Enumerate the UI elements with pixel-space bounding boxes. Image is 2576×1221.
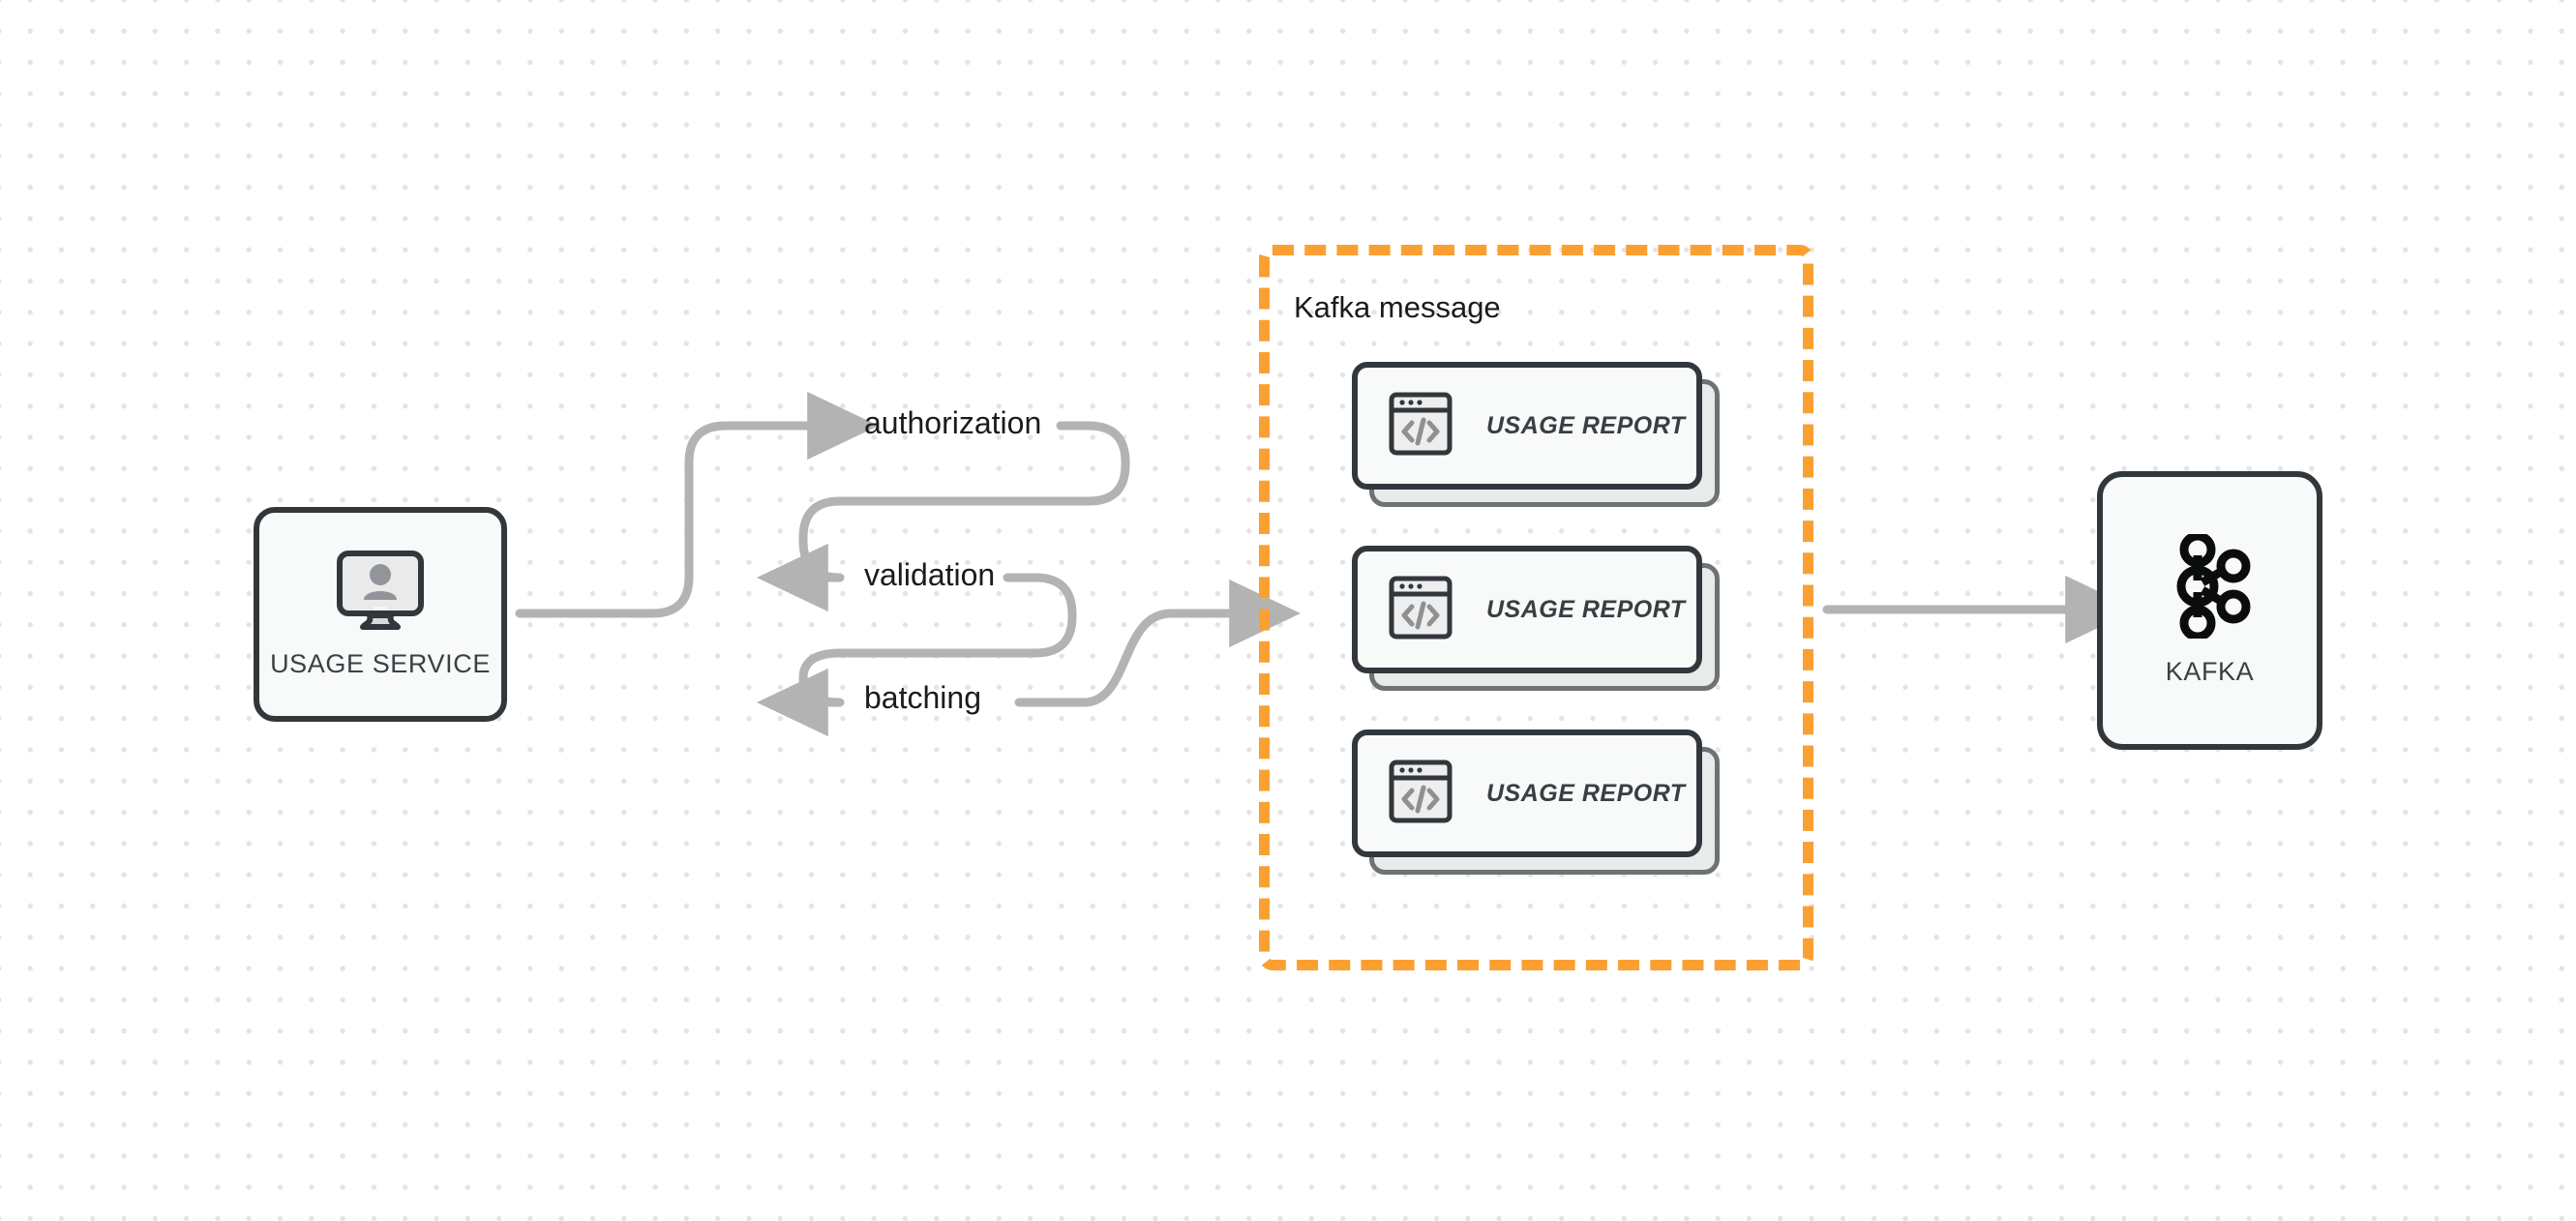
usage-report-card[interactable]: USAGE REPORT (1352, 362, 1720, 507)
step-label-batching: batching (864, 680, 981, 715)
kafka-logo-icon (2166, 531, 2255, 643)
usage-report-card-label: USAGE REPORT (1486, 595, 1686, 623)
step-label-validation: validation (864, 557, 996, 592)
kafka-message-group-title: Kafka message (1294, 290, 1501, 324)
kafka-message-group (1259, 245, 1813, 970)
usage-report-card-label: USAGE REPORT (1486, 779, 1686, 807)
edge-batching-to-kafka-message (1014, 579, 1301, 707)
usage-report-card-face: USAGE REPORT (1352, 362, 1702, 490)
code-window-icon (1389, 392, 1453, 461)
node-kafka-label: KAFKA (2165, 657, 2255, 686)
monitor-user-icon (335, 550, 426, 636)
usage-report-card-label: USAGE REPORT (1486, 411, 1686, 439)
code-window-icon (1389, 576, 1453, 644)
edge-authorization-to-validation (757, 421, 1130, 612)
node-kafka[interactable]: KAFKA (2097, 471, 2322, 750)
node-usage-service[interactable]: USAGE SERVICE (254, 507, 507, 722)
usage-report-card[interactable]: USAGE REPORT (1352, 546, 1720, 691)
node-usage-service-label: USAGE SERVICE (270, 649, 491, 678)
usage-report-card[interactable]: USAGE REPORT (1352, 730, 1720, 875)
step-label-authorization: authorization (864, 405, 1042, 440)
usage-report-card-face: USAGE REPORT (1352, 546, 1702, 673)
usage-report-card-face: USAGE REPORT (1352, 730, 1702, 857)
code-window-icon (1389, 759, 1453, 828)
edge-usage-service-to-authorization (515, 391, 879, 618)
